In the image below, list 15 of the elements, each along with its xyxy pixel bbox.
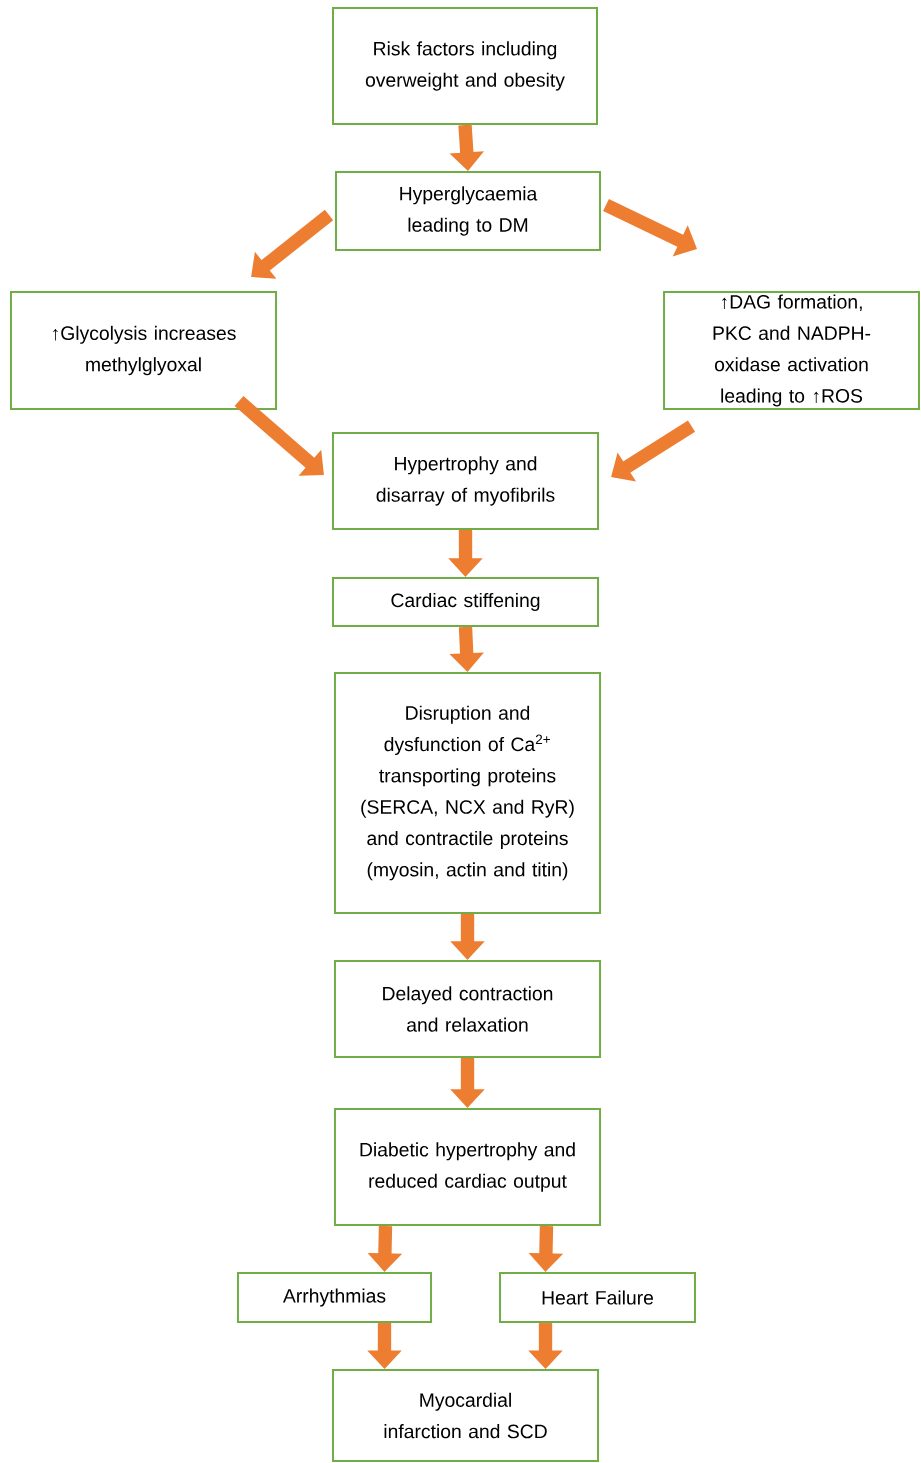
- block-arrow: [251, 209, 334, 279]
- process-box: ↑DAG formation, PKC and NADPH-oxidase activation leading to ↑ROS: [663, 290, 920, 411]
- process-box: Myocardial infarction and SCD: [331, 1369, 600, 1462]
- process-box: Arrhythmias: [236, 1272, 433, 1324]
- process-box: Hyperglycaemia leading to DM: [335, 171, 601, 251]
- block-arrow: [234, 396, 324, 476]
- process-box: Cardiac stiffening: [331, 577, 600, 627]
- process-box: Heart Failure: [499, 1272, 696, 1324]
- process-box: Disruption and dysfunction of Ca$^{2+}$ transporting proteins (SERCA, NCX and RyR) and contractile proteins (myosin, actin and titin): [333, 672, 602, 914]
- process-box: Diabetic hypertrophy and reduced cardiac output: [333, 1108, 602, 1226]
- block-arrow: [611, 420, 696, 482]
- process-box: Risk factors including overweight and obesity: [332, 7, 598, 125]
- process-box: Hypertrophy and disarray of myofibrils: [331, 432, 600, 530]
- process-box: ↑Glycolysis increases methylglyoxal: [9, 290, 278, 411]
- process-box: Delayed contraction and relaxation: [333, 960, 602, 1058]
